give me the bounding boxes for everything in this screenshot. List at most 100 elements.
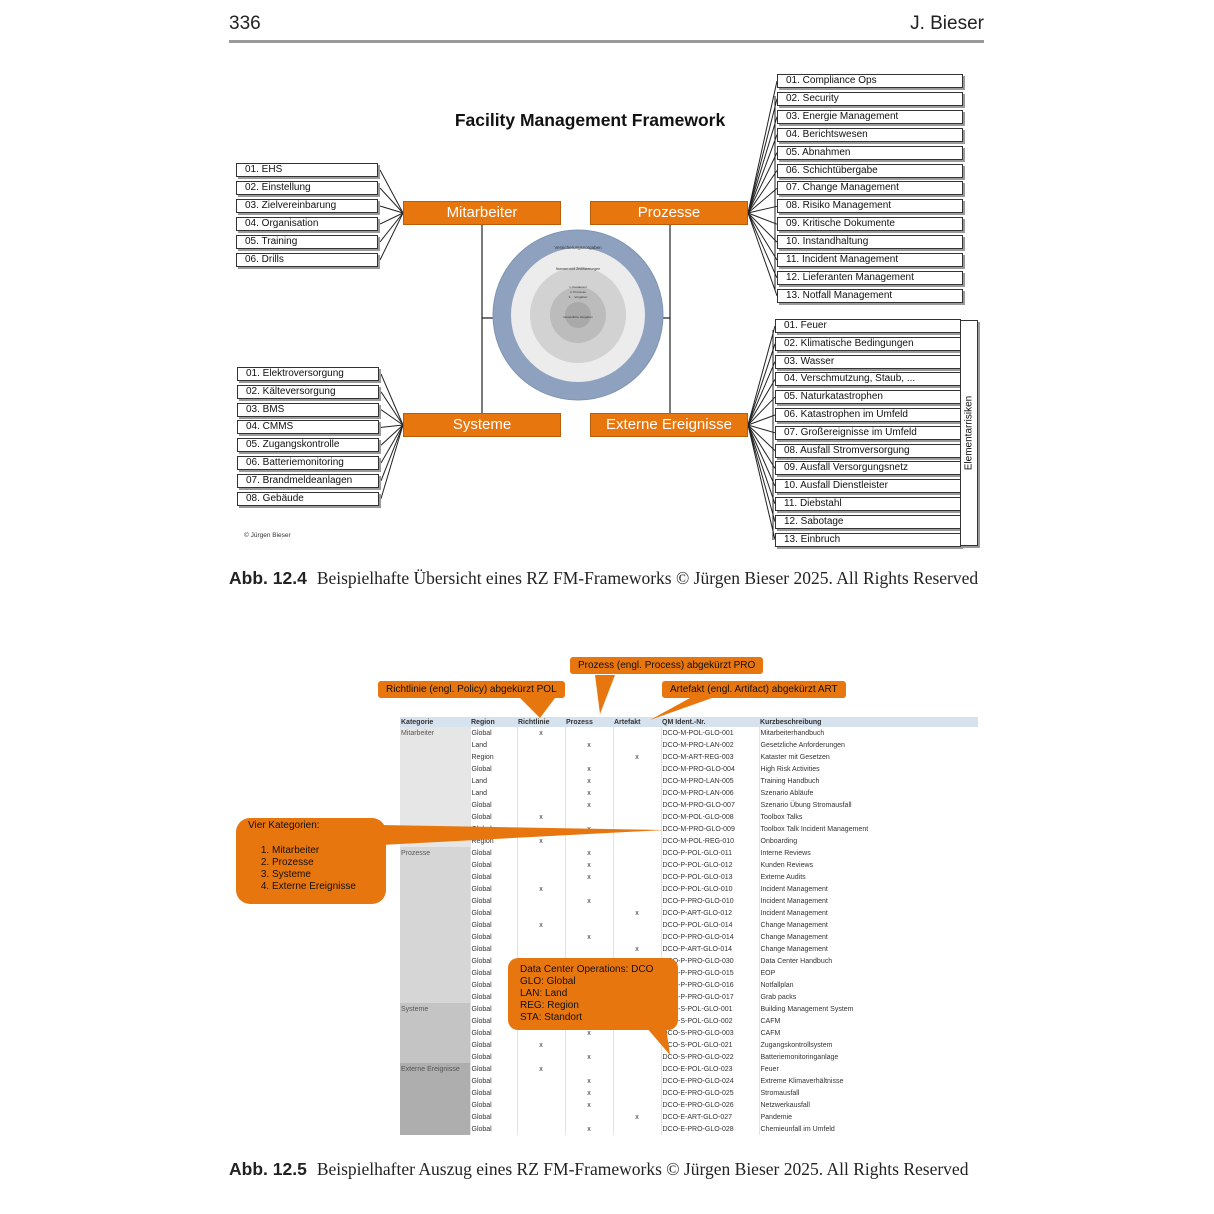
systeme-item: 08. Gebäude [237, 491, 379, 506]
category-cell [400, 1075, 471, 1087]
table-cell: Kataster mit Gesetzen [760, 753, 830, 761]
table-cell: Global [470, 727, 518, 739]
table-header-cell: QM Ident.-Nr. [661, 717, 759, 727]
externe-item: 05. Naturkatastrophen [775, 390, 961, 405]
table-cell: Change Management [760, 921, 828, 929]
table-cell: DCO-P-POL-GLO-014 [661, 919, 760, 931]
category-list-item: Mitarbeiter [272, 845, 374, 857]
category-cell [400, 787, 471, 799]
table-header-cell: Richtlinie [517, 717, 565, 727]
table-cell: x [565, 859, 614, 871]
table-header-cell: Artefakt [613, 717, 661, 727]
table-cell [565, 907, 614, 919]
prozesse-item: 11. Incident Management [777, 253, 963, 267]
table-cell [613, 835, 662, 847]
table-header-cell: Kategorie [400, 717, 470, 727]
table-cell: DCO-M-POL-REG-010 [661, 835, 760, 847]
table-cell: x [565, 895, 614, 907]
table-cell: Pandemie [760, 1113, 793, 1121]
mitarbeiter-item: 02. Einstellung [236, 181, 378, 195]
hub-prozesse: Prozesse [590, 201, 748, 225]
table-cell: DCO-P-PRO-GLO-015 [661, 967, 760, 979]
table-cell: x [517, 835, 566, 847]
table-cell: x [565, 1123, 614, 1135]
table-cell: Kunden Reviews [760, 861, 814, 869]
table-cell: DCO-E-ART-GLO-027 [661, 1111, 760, 1123]
externe-item: 07. Großereignisse im Umfeld [775, 425, 961, 440]
table-cell: DCO-S-POL-GLO-021 [661, 1039, 760, 1051]
table-cell: DCO-E-PRO-GLO-026 [661, 1099, 760, 1111]
table-cell [613, 847, 662, 859]
table-cell: Toolbox Talks [760, 813, 803, 821]
category-cell [400, 1099, 471, 1111]
table-cell: DCO-M-PRO-LAN-006 [661, 787, 760, 799]
table-cell [565, 943, 614, 955]
table-cell: DCO-P-PRO-GLO-030 [661, 955, 760, 967]
table-cell [613, 739, 662, 751]
table-cell: Global [470, 931, 518, 943]
category-cell [400, 859, 471, 871]
mitarbeiter-item: 04. Organisation [236, 217, 378, 231]
externe-item: 11. Diebstahl [775, 497, 961, 511]
table-cell [565, 1111, 614, 1123]
category-cell: Prozesse [400, 847, 471, 859]
table-cell: DCO-P-PRO-GLO-016 [661, 979, 760, 991]
table-cell: Global [470, 943, 518, 955]
prozesse-item: 13. Notfall Management [777, 288, 963, 303]
table-cell: Zugangskontrollsystem [760, 1041, 833, 1049]
prozesse-item: 01. Compliance Ops [777, 74, 963, 88]
table-cell [613, 895, 662, 907]
table-cell [613, 883, 662, 895]
table-cell: DCO-M-ART-REG-003 [661, 751, 760, 763]
running-author: J. Bieser [910, 13, 984, 34]
table-cell: DCO-M-PRO-GLO-007 [661, 799, 760, 811]
table-cell [517, 847, 566, 859]
table-cell: DCO-S-PRO-GLO-022 [661, 1051, 760, 1063]
table-cell [613, 1051, 662, 1063]
table-cell: Change Management [760, 945, 828, 953]
externe-item: 09. Ausfall Versorgungsnetz [775, 461, 961, 476]
table-cell: Externe Audits [760, 873, 806, 881]
table-cell [517, 1027, 566, 1039]
category-cell [400, 751, 471, 763]
table-cell: DCO-P-PRO-GLO-010 [661, 895, 760, 907]
table-cell [613, 763, 662, 775]
table-cell: x [517, 811, 566, 823]
externe-item: 08. Ausfall Stromversorgung [775, 443, 961, 458]
systeme-item: 03. BMS [237, 402, 379, 417]
externe-item: 02. Klimatische Bedingungen [775, 336, 961, 351]
table-cell: Szenario Abläufe [760, 789, 814, 797]
table-cell: x [565, 1075, 614, 1087]
table-cell: CAFM [760, 1017, 781, 1025]
table-cell [613, 871, 662, 883]
mitarbeiter-item: 06. Drills [236, 253, 378, 267]
table-cell: Land [470, 739, 518, 751]
category-cell [400, 931, 471, 943]
table-cell: Incident Management [760, 885, 828, 893]
table-cell: Global [470, 1063, 518, 1075]
table-cell: Toolbox Talk Incident Management [760, 825, 869, 833]
category-cell [400, 1039, 471, 1051]
table-cell: Global [470, 1075, 518, 1087]
category-cell: Systeme [400, 1003, 471, 1015]
category-cell [400, 775, 471, 787]
table-cell [517, 751, 566, 763]
ring-list-item: 3. ...Vorgaben [569, 295, 588, 299]
externe-item: 13. Einbruch [775, 532, 961, 547]
table-cell [517, 859, 566, 871]
dco-legend-line: LAN: Land [520, 988, 568, 999]
table-cell [517, 907, 566, 919]
table-cell [517, 763, 566, 775]
table-cell [517, 895, 566, 907]
table-header-cell: Kurzbeschreibung [759, 717, 978, 727]
category-cell [400, 1027, 471, 1039]
